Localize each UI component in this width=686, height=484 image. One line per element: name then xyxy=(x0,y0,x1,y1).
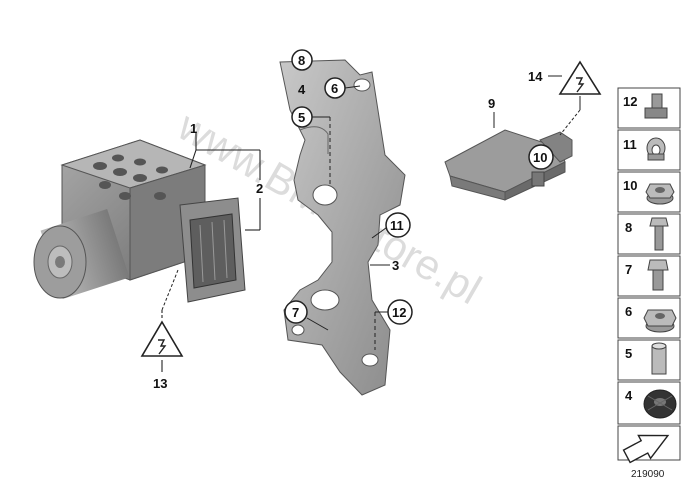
callout-8: 8 xyxy=(298,53,305,68)
hex-bolt-short-icon xyxy=(647,259,669,291)
hex-bolt-long-icon xyxy=(649,217,669,251)
collar-nut-icon xyxy=(645,183,675,205)
hex-nut-icon xyxy=(643,309,677,333)
diagram-number: 219090 xyxy=(631,469,665,480)
callout-5-circle[interactable]: 5 xyxy=(291,106,313,128)
sidebar-label-10: 10 xyxy=(623,178,637,193)
sidebar-label-12: 12 xyxy=(623,94,637,109)
warning-triangle-icon-left xyxy=(140,269,184,372)
abs-bracket[interactable] xyxy=(279,59,406,396)
callout-12-circle[interactable]: 12 xyxy=(387,299,413,325)
sidebar-item-11[interactable]: 11 xyxy=(617,129,681,171)
callout-9[interactable]: 9 xyxy=(488,96,495,111)
pump-motor xyxy=(33,208,130,300)
sidebar-label-5: 5 xyxy=(625,346,632,361)
callout-7-circle[interactable]: 7 xyxy=(284,300,308,324)
callout-4[interactable]: 4 xyxy=(298,82,306,97)
direction-arrow-icon xyxy=(622,434,670,464)
leader-6 xyxy=(344,85,361,89)
warning-triangle-icon-right xyxy=(558,60,602,136)
sidebar-label-6: 6 xyxy=(625,304,632,319)
callout-12: 12 xyxy=(392,305,406,320)
sidebar-label-4: 4 xyxy=(625,388,633,403)
leader-7 xyxy=(306,317,329,331)
sidebar-item-5[interactable]: 5 xyxy=(617,339,681,381)
control-module xyxy=(179,197,246,303)
callout-11: 11 xyxy=(390,218,404,233)
sidebar-label-11: 11 xyxy=(623,137,637,152)
leader-lines-1-2 xyxy=(189,132,261,231)
callout-11-circle[interactable]: 11 xyxy=(385,212,411,238)
sidebar-item-4[interactable]: 4 xyxy=(617,381,681,425)
callout-10-circle[interactable]: 10 xyxy=(528,144,554,170)
callout-2[interactable]: 2 xyxy=(256,181,263,196)
sidebar-label-7: 7 xyxy=(625,262,632,277)
callout-8-circle[interactable]: 8 xyxy=(291,49,313,71)
callout-13[interactable]: 13 xyxy=(153,376,167,391)
callout-14[interactable]: 14 xyxy=(528,69,543,84)
callout-6: 6 xyxy=(331,81,338,96)
direction-arrow-box xyxy=(617,425,681,464)
sidebar-item-12[interactable]: 12 xyxy=(617,87,681,129)
sensor-module[interactable] xyxy=(444,129,573,201)
parts-sidebar: 12 11 10 xyxy=(617,87,681,464)
sidebar-item-6[interactable]: 6 xyxy=(617,297,681,339)
callout-3[interactable]: 3 xyxy=(392,258,399,273)
connector-clip-icon xyxy=(644,93,668,119)
callout-6-circle[interactable]: 6 xyxy=(324,77,346,99)
leader-11 xyxy=(371,227,387,239)
callout-5: 5 xyxy=(298,110,305,125)
bracket-clip-icon xyxy=(646,137,666,161)
abs-hydraulic-unit[interactable] xyxy=(33,139,246,303)
sidebar-label-8: 8 xyxy=(625,220,632,235)
sidebar-item-7[interactable]: 7 xyxy=(617,255,681,297)
sidebar-item-10[interactable]: 10 xyxy=(617,171,681,213)
rubber-grommet-icon xyxy=(643,389,677,419)
callout-10: 10 xyxy=(533,150,547,165)
callout-7: 7 xyxy=(292,305,299,320)
callout-1[interactable]: 1 xyxy=(190,121,197,136)
sleeve-icon xyxy=(651,342,667,375)
sidebar-item-8[interactable]: 8 xyxy=(617,213,681,255)
